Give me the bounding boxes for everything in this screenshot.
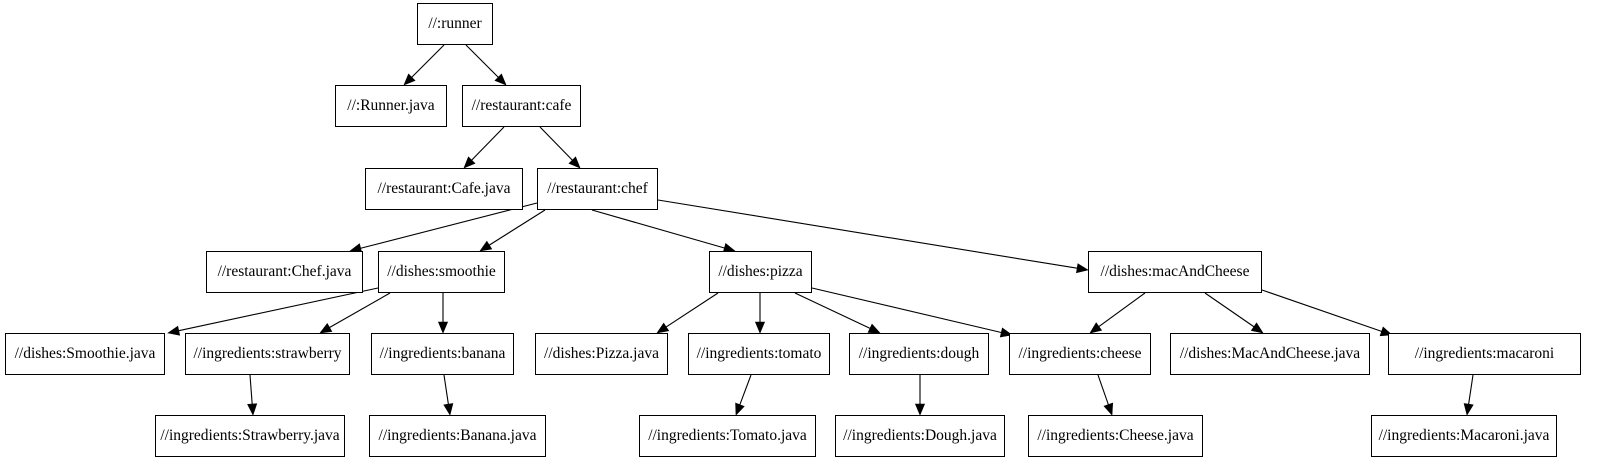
graph-edge-ing_strawberry-to-strawberry_java — [249, 374, 253, 405]
graph-node-tomato_java[interactable]: //ingredients:Tomato.java — [639, 415, 816, 457]
graph-edge-restaurant_cafe-to-restaurant_chef — [539, 126, 573, 161]
graph-node-dough_java[interactable]: //ingredients:Dough.java — [835, 415, 1005, 457]
graph-node-mac_java[interactable]: //dishes:MacAndCheese.java — [1170, 333, 1370, 375]
graph-edge-ing_banana-to-banana_java — [443, 374, 449, 405]
graph-node-ing_banana[interactable]: //ingredients:banana — [371, 333, 514, 375]
graph-arrowhead-ing_strawberry-to-strawberry_java — [247, 403, 258, 416]
graph-node-ing_tomato[interactable]: //ingredients:tomato — [688, 333, 830, 375]
graph-edge-restaurant_chef-to-dishes_pizza — [591, 209, 725, 249]
graph-arrowhead-restaurant_chef-to-dishes_mac — [1076, 263, 1089, 274]
graph-node-label: //ingredients:macaroni — [1414, 345, 1555, 363]
graph-node-dishes_smoothie[interactable]: //dishes:smoothie — [378, 251, 505, 293]
graph-arrowhead-restaurant_cafe-to-restaurant_chef — [568, 156, 581, 169]
graph-node-label: //dishes:macAndCheese — [1100, 263, 1250, 281]
graph-node-strawberry_java[interactable]: //ingredients:Strawberry.java — [155, 415, 345, 457]
graph-node-label: //dishes:Smoothie.java — [14, 345, 156, 363]
graph-arrowhead-dishes_pizza-to-ing_tomato — [754, 321, 766, 334]
graph-arrowhead-restaurant_chef-to-dishes_smoothie — [479, 240, 493, 252]
graph-edge-dishes_mac-to-ing_macaroni — [1261, 289, 1382, 332]
graph-node-label: //restaurant:cafe — [471, 97, 572, 115]
graph-node-ing_cheese[interactable]: //ingredients:cheese — [1009, 333, 1151, 375]
graph-node-label: //ingredients:Strawberry.java — [160, 427, 340, 445]
graph-edge-ing_tomato-to-tomato_java — [739, 374, 752, 405]
graph-node-ing_strawberry[interactable]: //ingredients:strawberry — [185, 333, 350, 375]
graph-node-smoothie_java[interactable]: //dishes:Smoothie.java — [5, 333, 165, 375]
graph-arrowhead-dishes_mac-to-ing_cheese — [1089, 322, 1103, 334]
graph-arrowhead-dishes_smoothie-to-smoothie_java — [167, 325, 181, 336]
graph-node-label: //restaurant:chef — [547, 180, 648, 198]
graph-arrowhead-ing_macaroni-to-macaroni_java — [1463, 403, 1474, 416]
graph-arrowhead-dishes_pizza-to-ing_dough — [867, 323, 881, 334]
graph-edge-restaurant_chef-to-dishes_smoothie — [489, 209, 546, 246]
graph-arrowhead-dishes_smoothie-to-ing_strawberry — [319, 323, 333, 334]
graph-arrowhead-ing_dough-to-dough_java — [914, 403, 926, 416]
graph-arrowhead-ing_cheese-to-cheese_java — [1103, 402, 1114, 416]
graph-node-cheese_java[interactable]: //ingredients:Cheese.java — [1028, 415, 1203, 457]
graph-node-label: //dishes:Pizza.java — [544, 345, 659, 363]
graph-node-label: //ingredients:Tomato.java — [648, 427, 807, 445]
graph-node-runner[interactable]: //:runner — [417, 3, 493, 45]
graph-node-label: //ingredients:Macaroni.java — [1378, 427, 1550, 445]
graph-node-label: //restaurant:Cafe.java — [377, 180, 511, 198]
graph-node-label: //ingredients:tomato — [696, 345, 822, 363]
graph-edge-runner-to-restaurant_cafe — [465, 44, 499, 78]
graph-node-label: //ingredients:Cheese.java — [1037, 427, 1194, 445]
graph-arrowhead-restaurant_cafe-to-cafe_java — [463, 156, 476, 169]
graph-arrowhead-ing_tomato-to-tomato_java — [735, 402, 745, 416]
graph-node-macaroni_java[interactable]: //ingredients:Macaroni.java — [1371, 415, 1557, 457]
graph-edge-dishes_pizza-to-ing_cheese — [811, 287, 1002, 334]
graph-edge-dishes_smoothie-to-smoothie_java — [178, 287, 379, 332]
graph-node-label: //restaurant:Chef.java — [217, 263, 352, 281]
graph-arrowhead-dishes_pizza-to-pizza_java — [656, 322, 670, 334]
graph-node-banana_java[interactable]: //ingredients:Banana.java — [369, 415, 546, 457]
graph-node-label: //:Runner.java — [347, 97, 435, 115]
graph-node-label: //ingredients:dough — [858, 345, 980, 363]
graph-arrowhead-runner-to-runner_java — [403, 73, 416, 86]
graph-node-dishes_pizza[interactable]: //dishes:pizza — [709, 251, 812, 293]
graph-node-runner_java[interactable]: //:Runner.java — [335, 85, 447, 127]
graph-node-label: //ingredients:Banana.java — [378, 427, 537, 445]
graph-node-ing_macaroni[interactable]: //ingredients:macaroni — [1388, 333, 1581, 375]
graph-node-label: //:runner — [428, 15, 482, 33]
graph-arrowhead-dishes_smoothie-to-ing_banana — [437, 321, 449, 334]
graph-node-restaurant_cafe[interactable]: //restaurant:cafe — [462, 85, 581, 127]
graph-edge-restaurant_chef-to-dishes_mac — [657, 199, 1078, 269]
graph-edge-ing_macaroni-to-macaroni_java — [1468, 374, 1474, 405]
graph-edge-dishes_pizza-to-ing_dough — [794, 292, 871, 329]
graph-node-cafe_java[interactable]: //restaurant:Cafe.java — [365, 168, 523, 210]
graph-node-label: //dishes:MacAndCheese.java — [1179, 345, 1361, 363]
graph-node-chef_java[interactable]: //restaurant:Chef.java — [206, 251, 363, 293]
graph-edge-ing_cheese-to-cheese_java — [1097, 374, 1109, 405]
graph-edge-runner-to-runner_java — [411, 44, 445, 78]
graph-node-restaurant_chef[interactable]: //restaurant:chef — [537, 168, 658, 210]
graph-node-dishes_mac[interactable]: //dishes:macAndCheese — [1088, 251, 1262, 293]
graph-node-label: //dishes:smoothie — [387, 263, 496, 281]
graph-arrowhead-ing_banana-to-banana_java — [443, 403, 454, 416]
graph-arrowhead-dishes_mac-to-mac_java — [1250, 322, 1264, 334]
graph-node-ing_dough[interactable]: //ingredients:dough — [849, 333, 989, 375]
graph-edge-restaurant_chef-to-chef_java — [360, 202, 538, 249]
graph-edge-dishes_pizza-to-pizza_java — [665, 292, 719, 328]
graph-node-label: //ingredients:banana — [379, 345, 506, 363]
graph-node-label: //ingredients:cheese — [1018, 345, 1142, 363]
graph-arrowhead-runner-to-restaurant_cafe — [494, 73, 507, 86]
graph-edge-dishes_mac-to-mac_java — [1204, 292, 1255, 328]
graph-node-label: //ingredients:Dough.java — [843, 427, 997, 445]
graph-edge-dishes_smoothie-to-ing_strawberry — [329, 292, 391, 329]
graph-node-pizza_java[interactable]: //dishes:Pizza.java — [535, 333, 668, 375]
graph-node-label: //ingredients:strawberry — [193, 345, 342, 363]
graph-node-label: //dishes:pizza — [718, 263, 803, 281]
graph-edge-dishes_mac-to-ing_cheese — [1098, 292, 1146, 327]
graph-edge-restaurant_cafe-to-cafe_java — [471, 126, 505, 161]
